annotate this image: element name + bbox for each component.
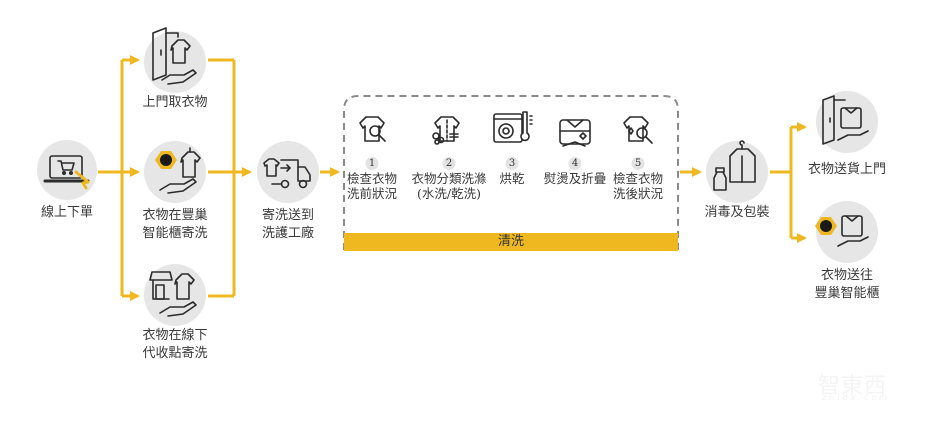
step-label-line1: 烘乾 [499, 171, 525, 186]
step-number: 3 [505, 157, 519, 170]
node-circle-locker-dropoff [144, 141, 206, 203]
cleaning-title-bar: 清洗 [344, 233, 678, 251]
step-label-line2: 洗後狀況 [612, 186, 664, 201]
label-to-factory-1: 寄洗送到 [261, 208, 315, 223]
label-door-pickup: 上門取衣物 [142, 95, 208, 110]
step-number: 1 [365, 157, 379, 170]
shirt-magnifier-icon [359, 116, 386, 142]
cleaning-box-border [343, 95, 679, 250]
label-to-factory-2: 洗護工廠 [261, 226, 315, 241]
label-disinfect-pack: 消毒及包裝 [704, 205, 770, 220]
step-label-line2: (水洗/乾洗) [417, 186, 481, 201]
door-shirt-hand-icon [152, 27, 197, 85]
watermark-logo: 智東西 [818, 374, 888, 399]
label-offline-dropoff-1: 衣物在線下 [142, 328, 208, 343]
step-number: 2 [442, 157, 456, 170]
step-label-line1: 熨燙及折疊 [543, 171, 607, 186]
store-shirt-hand-icon [149, 271, 197, 317]
label-locker-dropoff-2: 智能櫃寄洗 [142, 226, 208, 241]
label-home-delivery: 衣物送貨上門 [807, 162, 887, 177]
laptop-cart-icon [43, 155, 90, 190]
label-locker-delivery-1: 衣物送往 [820, 268, 874, 283]
folded-shirt-iron-icon [559, 119, 591, 147]
shirt-bubbles-icon [432, 116, 460, 145]
locker-shirt-hand-icon [159, 147, 201, 194]
spray-garment-bag-icon [713, 140, 756, 191]
step-number: 5 [631, 157, 645, 170]
locker-badge-inner-icon [820, 220, 832, 232]
locker-badge-inner-icon [160, 154, 172, 166]
label-locker-dropoff-1: 衣物在豐巢 [142, 208, 208, 223]
label-online-order: 線上下單 [40, 205, 94, 220]
node-circle-home-delivery [816, 91, 878, 153]
shirt-sparkle-magnifier-icon [623, 116, 653, 144]
label-offline-dropoff-2: 代收點寄洗 [142, 346, 208, 361]
locker-folded-shirt-icon [837, 215, 869, 247]
step-label-line1: 檢查衣物 [346, 171, 398, 186]
label-locker-delivery-2: 豐巢智能櫃 [814, 286, 880, 301]
step-label-line1: 衣物分類洗滌 [411, 171, 487, 186]
dryer-thermometer-icon [493, 111, 533, 143]
delivery-truck-icon [263, 158, 311, 189]
step-label-line2: 洗前狀況 [346, 186, 398, 201]
connectors [98, 55, 807, 301]
watermark-url: zhidx.com [822, 393, 890, 402]
step-label-line1: 檢查衣物 [612, 171, 664, 186]
step-number: 4 [568, 157, 582, 170]
node-circle-disinfect [706, 141, 768, 203]
door-folded-shirt-icon [822, 95, 869, 145]
